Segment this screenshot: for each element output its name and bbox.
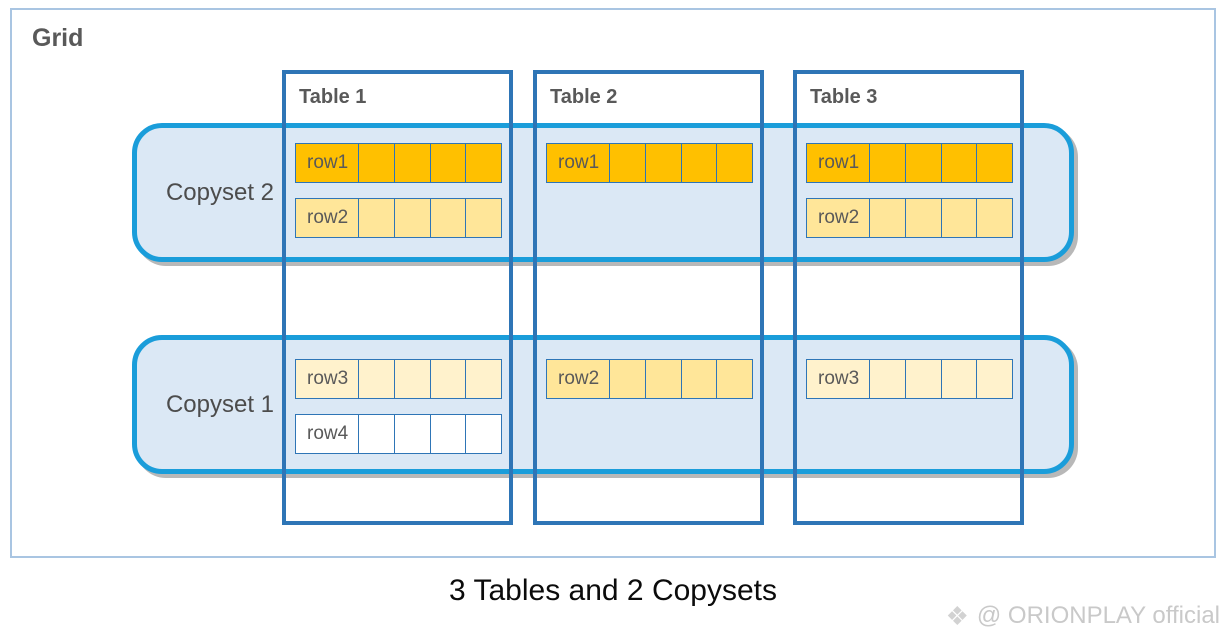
- row-label: row1: [558, 152, 600, 173]
- row-bar-row1: row1: [546, 143, 753, 183]
- row-cell: [429, 199, 466, 237]
- row-label: row4: [307, 423, 349, 444]
- row-cell: [465, 360, 501, 398]
- row-bar-row2: row2: [546, 359, 753, 399]
- copyset-1-table-1-rows: row3 row4: [295, 359, 502, 469]
- watermark: ❖ @ ORIONPLAY official: [946, 602, 1220, 630]
- row-label: row1: [818, 152, 860, 173]
- row-label: row3: [307, 368, 349, 389]
- row-label: row2: [307, 207, 349, 228]
- grid-title: Grid: [32, 24, 84, 52]
- figure-caption: 3 Tables and 2 Copysets: [449, 574, 777, 607]
- row-cell: [869, 144, 905, 182]
- grid-container: Grid Copyset 2 Copyset 1 row1 row2 row1 r…: [10, 8, 1216, 558]
- row-label: row2: [818, 207, 860, 228]
- row-cell: [680, 144, 717, 182]
- orionplay-logo-icon: ❖: [945, 601, 969, 631]
- row-cell: [429, 415, 466, 453]
- row-cell: [869, 199, 905, 237]
- row-cell: [644, 360, 681, 398]
- row-cell: [869, 360, 905, 398]
- copyset-1-table-3-rows: row3: [806, 359, 1013, 414]
- row-cell: [358, 415, 394, 453]
- row-cell: [644, 144, 681, 182]
- row-cell: [393, 415, 430, 453]
- copyset-2-table-2-rows: row1: [546, 143, 753, 198]
- row-cell: [429, 360, 466, 398]
- row-cell: [904, 360, 941, 398]
- copyset-1-table-2-rows: row2: [546, 359, 753, 414]
- row-cell: [393, 199, 430, 237]
- row-cell: [976, 144, 1012, 182]
- row-cell: [393, 144, 430, 182]
- copyset-1-label: Copyset 1: [165, 390, 275, 418]
- row-cell: [609, 360, 645, 398]
- row-cell: [680, 360, 717, 398]
- row-cell: [465, 199, 501, 237]
- table-3-title: Table 3: [810, 86, 878, 108]
- row-cell: [976, 360, 1012, 398]
- row-cell: [358, 199, 394, 237]
- row-cell: [716, 144, 752, 182]
- row-bar-row1: row1: [806, 143, 1013, 183]
- row-cell: [609, 144, 645, 182]
- row-bar-row3: row3: [806, 359, 1013, 399]
- row-cell: [976, 199, 1012, 237]
- row-label: row1: [307, 152, 349, 173]
- row-cell: [940, 199, 977, 237]
- row-cell: [940, 360, 977, 398]
- row-cell: [465, 144, 501, 182]
- row-bar-row1: row1: [295, 143, 502, 183]
- row-cell: [358, 360, 394, 398]
- row-label: row3: [818, 368, 860, 389]
- table-1-title: Table 1: [299, 86, 367, 108]
- row-cell: [358, 144, 394, 182]
- row-label: row2: [558, 368, 600, 389]
- row-cell: [904, 199, 941, 237]
- row-cell: [393, 360, 430, 398]
- row-cell: [904, 144, 941, 182]
- row-cell: [716, 360, 752, 398]
- copyset-1: Copyset 1: [132, 335, 1074, 474]
- watermark-text: @ ORIONPLAY official: [976, 602, 1220, 629]
- copyset-2-table-1-rows: row1 row2: [295, 143, 502, 253]
- table-2-title: Table 2: [550, 86, 618, 108]
- row-bar-row4: row4: [295, 414, 502, 454]
- row-bar-row3: row3: [295, 359, 502, 399]
- copyset-2-label: Copyset 2: [165, 178, 275, 206]
- row-cell: [465, 415, 501, 453]
- row-bar-row2: row2: [806, 198, 1013, 238]
- row-cell: [940, 144, 977, 182]
- row-cell: [429, 144, 466, 182]
- row-bar-row2: row2: [295, 198, 502, 238]
- copyset-2-table-3-rows: row1 row2: [806, 143, 1013, 253]
